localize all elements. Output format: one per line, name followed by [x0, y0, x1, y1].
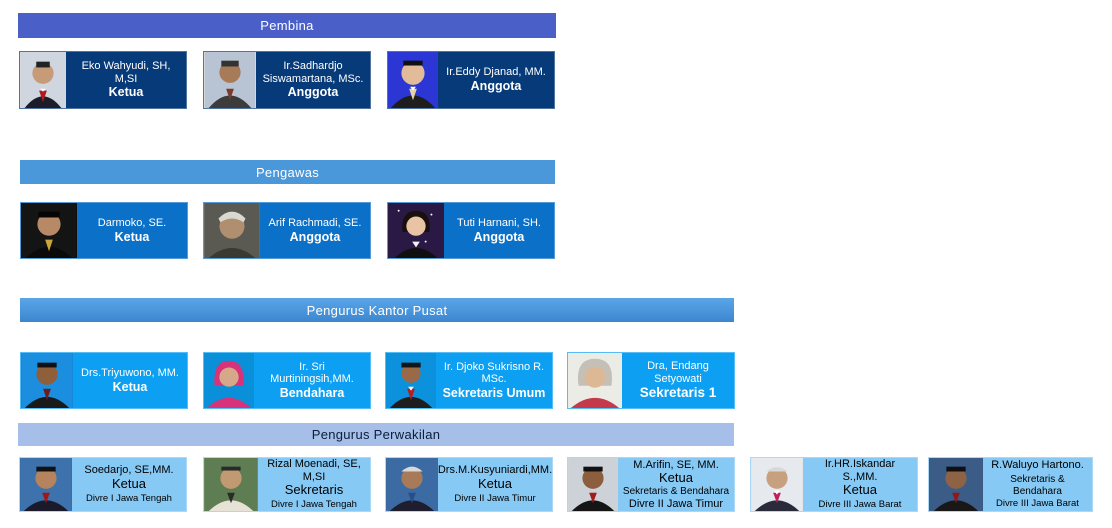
member-name: Arif Rachmadi, SE.	[268, 216, 362, 229]
perwakilan-card-6-info: R.Waluyo Hartono. Sekretaris & Bendahara…	[983, 458, 1092, 511]
pusat-card-2: Ir. Sri Murtiningsih,MM. Bendahara	[203, 352, 371, 409]
member-role: Sekretaris	[284, 482, 344, 498]
member-divre: Divre III Jawa Barat	[996, 498, 1079, 510]
person-photo-icon	[21, 203, 77, 258]
member-role: Anggota	[473, 229, 525, 244]
member-name: Ir.Sadhardjo Siswamartana, MSc.	[262, 60, 364, 85]
perwakilan-card-5-info: Ir.HR.Iskandar S.,MM. Ketua Divre III Ja…	[803, 458, 917, 511]
member-name: Drs.M.Kusyuniardi,MM.	[438, 464, 552, 477]
member-role: Anggota	[289, 229, 341, 244]
pengawas-card-3-info: Tuti Harnani, SH. Anggota	[444, 203, 554, 258]
perwakilan-card-2-info: Rizal Moenadi, SE, M,SI Sekretaris Divre…	[258, 458, 370, 511]
perwakilan-card-1-info: Soedarjo, SE,MM. Ketua Divre I Jawa Teng…	[72, 458, 186, 511]
pusat-card-3: Ir. Djoko Sukrisno R. MSc. Sekretaris Um…	[385, 352, 553, 409]
perwakilan-card-5: Ir.HR.Iskandar S.,MM. Ketua Divre III Ja…	[750, 457, 918, 512]
pengawas-card-3: Tuti Harnani, SH. Anggota	[387, 202, 555, 259]
person-photo-icon	[388, 203, 444, 258]
member-role: Ketua	[843, 482, 877, 498]
pengawas-card-2: Arif Rachmadi, SE. Anggota	[203, 202, 371, 259]
pusat-card-1: Drs.Triyuwono, MM. Ketua	[20, 352, 188, 409]
member-name: Ir. Djoko Sukrisno R. MSc.	[443, 360, 545, 386]
person-photo-icon	[20, 458, 72, 511]
member-name: Dra, Endang Setyowati	[647, 360, 709, 385]
member-divre: Divre I Jawa Tengah	[86, 492, 172, 504]
pusat-title: Pengurus Kantor Pusat	[306, 302, 448, 318]
perwakilan-card-3-info: Drs.M.Kusyuniardi,MM. Ketua Divre II Jaw…	[438, 458, 552, 511]
member-divre: Divre II Jawa Timur	[454, 492, 536, 504]
member-name: Rizal Moenadi, SE, M,SI	[267, 458, 361, 483]
perwakilan-card-4-info: M.Arifin, SE, MM. Ketua Sekretaris & Ben…	[618, 458, 734, 511]
member-role: Anggota	[287, 85, 339, 100]
member-role: Sekretaris Umum	[442, 385, 546, 400]
perwakilan-card-4: M.Arifin, SE, MM. Ketua Sekretaris & Ben…	[567, 457, 735, 512]
person-photo-icon	[386, 458, 438, 511]
member-name: Tuti Harnani, SH.	[457, 216, 541, 229]
pembina-card-1-info: Eko Wahyudi, SH, M,SI Ketua	[66, 52, 186, 108]
member-name: Drs.Triyuwono, MM.	[81, 366, 179, 379]
person-photo-icon	[388, 52, 438, 108]
pembina-card-3-info: Ir.Eddy Djanad, MM. Anggota	[438, 52, 554, 108]
person-photo-icon	[20, 52, 66, 108]
perwakilan-card-6: R.Waluyo Hartono. Sekretaris & Bendahara…	[928, 457, 1093, 512]
member-role: Ketua	[112, 379, 148, 394]
person-photo-icon	[568, 458, 618, 511]
pembina-card-1: Eko Wahyudi, SH, M,SI Ketua	[19, 51, 187, 109]
perwakilan-card-1: Soedarjo, SE,MM. Ketua Divre I Jawa Teng…	[19, 457, 187, 512]
member-role-secondary: Sekretaris & Bendahara	[622, 486, 730, 498]
member-role: Ketua	[478, 475, 512, 491]
pusat-card-4-info: Dra, Endang Setyowati Sekretaris 1	[622, 353, 734, 408]
member-name: M.Arifin, SE, MM.	[633, 458, 719, 471]
pembina-card-2: Ir.Sadhardjo Siswamartana, MSc. Anggota	[203, 51, 371, 109]
member-name: Ir. Sri Murtiningsih,MM.	[270, 360, 354, 386]
person-photo-icon	[929, 458, 983, 511]
person-photo-icon	[204, 458, 258, 511]
member-role: Bendahara	[279, 385, 345, 400]
pusat-card-3-info: Ir. Djoko Sukrisno R. MSc. Sekretaris Um…	[436, 353, 552, 408]
person-photo-icon	[568, 353, 622, 408]
member-divre: Divre I Jawa Tengah	[271, 499, 357, 511]
pengawas-title: Pengawas	[255, 164, 320, 180]
pengawas-card-1: Darmoko, SE. Ketua	[20, 202, 188, 259]
person-photo-icon	[204, 353, 254, 408]
person-photo-icon	[204, 52, 256, 108]
pusat-banner: Pengurus Kantor Pusat	[20, 298, 734, 322]
person-photo-icon	[751, 458, 803, 511]
member-role: Ketua	[112, 475, 146, 491]
pengawas-banner: Pengawas	[20, 160, 555, 184]
member-role: Sekretaris & Bendahara	[1010, 474, 1065, 497]
member-divre: Divre II Jawa Timur	[628, 497, 724, 510]
member-divre: Divre III Jawa Barat	[818, 499, 902, 511]
member-name: Ir.HR.Iskandar S.,MM.	[824, 458, 896, 483]
pusat-card-1-info: Drs.Triyuwono, MM. Ketua	[73, 353, 187, 408]
member-role: Sekretaris 1	[639, 385, 717, 401]
pengawas-card-2-info: Arif Rachmadi, SE. Anggota	[260, 203, 370, 258]
member-name: R.Waluyo Hartono.	[991, 458, 1084, 471]
perwakilan-banner: Pengurus Perwakilan	[18, 423, 734, 446]
member-name: Eko Wahyudi, SH, M,SI	[81, 60, 171, 85]
pusat-card-4: Dra, Endang Setyowati Sekretaris 1	[567, 352, 735, 409]
pembina-card-2-info: Ir.Sadhardjo Siswamartana, MSc. Anggota	[256, 52, 370, 108]
pembina-title: Pembina	[260, 18, 314, 33]
perwakilan-card-3: Drs.M.Kusyuniardi,MM. Ketua Divre II Jaw…	[385, 457, 553, 512]
pembina-card-3: Ir.Eddy Djanad, MM. Anggota	[387, 51, 555, 109]
member-name: Soedarjo, SE,MM.	[84, 464, 174, 477]
pembina-banner: Pembina	[18, 13, 556, 38]
perwakilan-title: Pengurus Perwakilan	[311, 427, 441, 442]
pengawas-card-1-info: Darmoko, SE. Ketua	[77, 203, 187, 258]
perwakilan-card-2: Rizal Moenadi, SE, M,SI Sekretaris Divre…	[203, 457, 371, 512]
member-role: Ketua	[114, 229, 150, 244]
member-role: Ketua	[108, 85, 144, 100]
member-role: Ketua	[659, 470, 693, 486]
member-name: Ir.Eddy Djanad, MM.	[446, 66, 546, 79]
member-role: Anggota	[470, 79, 522, 94]
pusat-card-2-info: Ir. Sri Murtiningsih,MM. Bendahara	[254, 353, 370, 408]
person-photo-icon	[21, 353, 73, 408]
member-name: Darmoko, SE.	[97, 216, 167, 229]
person-photo-icon	[386, 353, 436, 408]
person-photo-icon	[204, 203, 260, 258]
